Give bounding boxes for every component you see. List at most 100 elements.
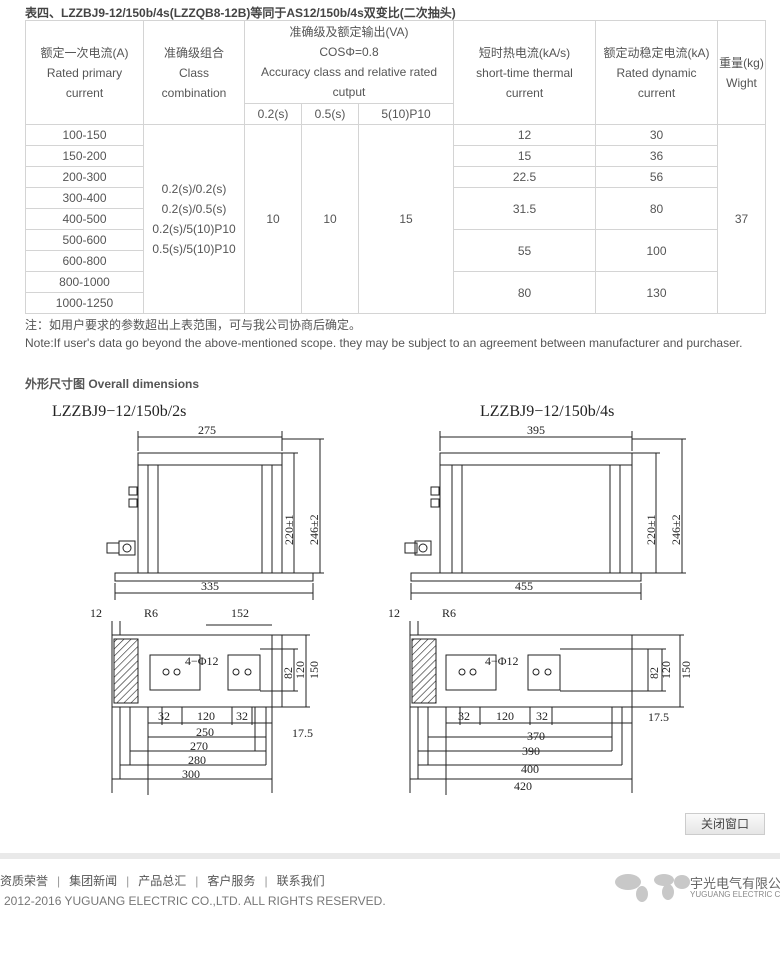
thermal-cell: 31.5 — [453, 187, 596, 230]
left-d12: 12 — [90, 606, 102, 620]
left-r6: R6 — [144, 606, 158, 620]
spec-table: 额定一次电流(A) Rated primary current 准确级组合 Cl… — [25, 20, 766, 314]
note-cn: 注：如用户要求的参数超出上表范围，可与我公司协商后确定。 — [25, 318, 362, 332]
left-w3: 280 — [188, 753, 206, 767]
footer-nav: 资质荣誉 | 集团新闻 | 产品总汇 | 客户服务 | 联系我们 — [0, 872, 325, 889]
left-h1: 220±1 — [282, 514, 296, 545]
right-d150: 150 — [679, 661, 693, 679]
footer-divider — [0, 853, 780, 859]
note-en: Note:If user's data go beyond the above-… — [25, 336, 743, 350]
header-dynamic: 额定动稳定电流(kA) Rated dynamic current — [595, 20, 718, 125]
thermal-cell: 15 — [453, 145, 596, 167]
left-model-label: LZZBJ9−12/150b/2s — [52, 403, 186, 420]
left-d150: 150 — [307, 661, 321, 679]
footer-link-products[interactable]: 产品总汇 — [138, 874, 187, 888]
va-05-cell: 10 — [301, 124, 359, 314]
footer-link-qualifications[interactable]: 资质荣誉 — [0, 874, 49, 888]
class-combination-cell: 0.2(s)/0.2(s) 0.2(s)/0.5(s) 0.2(s)/5(10)… — [143, 124, 245, 314]
right-w4: 420 — [514, 779, 532, 793]
right-model-label: LZZBJ9−12/150b/4s — [480, 403, 614, 420]
thermal-cell: 12 — [453, 124, 596, 146]
left-h2: 246±2 — [307, 514, 321, 545]
current-cell: 400-500 — [25, 208, 144, 230]
header-weight: 重量(kg) Wight — [717, 20, 766, 125]
footer-separator: | — [264, 874, 268, 888]
current-cell: 300-400 — [25, 187, 144, 209]
right-d82: 82 — [647, 667, 661, 679]
left-d32a: 32 — [158, 709, 170, 723]
header-accuracy: 准确级及额定输出(VA) COSΦ=0.8 Accuracy class and… — [244, 20, 454, 104]
header-va-05: 0.5(s) — [301, 103, 359, 125]
va-5p10-cell: 15 — [358, 124, 454, 314]
footer-link-service[interactable]: 客户服务 — [207, 874, 256, 888]
left-w1: 250 — [196, 725, 214, 739]
right-h2: 246±2 — [669, 514, 683, 545]
dynamic-cell: 36 — [595, 145, 718, 167]
dynamic-cell: 130 — [595, 271, 718, 314]
right-w3: 400 — [521, 762, 539, 776]
right-top-width: 395 — [527, 423, 545, 437]
va-02-cell: 10 — [244, 124, 302, 314]
right-plan-view — [409, 621, 684, 795]
left-d82: 82 — [281, 667, 295, 679]
header-thermal: 短时热电流(kA/s) short-time thermal current — [453, 20, 596, 125]
world-map-logo-icon — [615, 874, 690, 902]
left-plan-view — [111, 621, 310, 795]
dimension-drawings: LZZBJ9−12/150b/2s LZZBJ9−12/150b/4s 275 … — [52, 403, 693, 795]
current-cell: 800-1000 — [25, 271, 144, 293]
right-d175: 17.5 — [648, 710, 669, 724]
weight-cell: 37 — [717, 124, 766, 314]
table-title: 表四、LZZBJ9-12/150b/4s(LZZQB8-12B)等同于AS12/… — [25, 6, 456, 20]
footer-separator: | — [126, 874, 130, 888]
current-cell: 100-150 — [25, 124, 144, 146]
footer-separator: | — [57, 874, 61, 888]
left-d152: 152 — [231, 606, 249, 620]
footer-link-news[interactable]: 集团新闻 — [69, 874, 118, 888]
footer-separator: | — [195, 874, 199, 888]
current-cell: 150-200 — [25, 145, 144, 167]
header-rated-primary: 额定一次电流(A) Rated primary current — [25, 20, 144, 125]
right-h1: 220±1 — [644, 514, 658, 545]
left-hole: 4−Φ12 — [185, 654, 219, 668]
header-va-02: 0.2(s) — [244, 103, 302, 125]
left-w4: 300 — [182, 767, 200, 781]
right-d120: 120 — [496, 709, 514, 723]
dynamic-cell: 100 — [595, 229, 718, 272]
footer-link-contact[interactable]: 联系我们 — [276, 874, 325, 888]
current-cell: 500-600 — [25, 229, 144, 251]
left-d32b: 32 — [236, 709, 248, 723]
right-w1: 370 — [527, 729, 545, 743]
right-r6: R6 — [442, 606, 456, 620]
left-d120: 120 — [197, 709, 215, 723]
copyright: 2012-2016 YUGUANG ELECTRIC CO.,LTD. ALL … — [4, 894, 386, 908]
left-elevation-view — [106, 431, 324, 600]
current-cell: 600-800 — [25, 250, 144, 272]
right-d32b: 32 — [536, 709, 548, 723]
header-class: 准确级组合 Class combination — [143, 20, 245, 125]
left-d175: 17.5 — [292, 726, 313, 740]
current-cell: 200-300 — [25, 166, 144, 188]
dynamic-cell: 56 — [595, 166, 718, 188]
left-top-width: 275 — [198, 423, 216, 437]
section-title: 外形尺寸图 Overall dimensions — [25, 377, 200, 391]
brand-name-cn: 宇光电气有限公司 — [690, 876, 780, 891]
right-elevation-view — [404, 431, 686, 600]
header-va-5p10: 5(10)P10 — [358, 103, 454, 125]
right-w2: 390 — [522, 744, 540, 758]
right-d120v: 120 — [659, 661, 673, 679]
dynamic-cell: 80 — [595, 187, 718, 230]
thermal-cell: 22.5 — [453, 166, 596, 188]
left-d120v: 120 — [293, 661, 307, 679]
close-window-button[interactable]: 关闭窗口 — [685, 813, 765, 835]
right-d12: 12 — [388, 606, 400, 620]
right-d32a: 32 — [458, 709, 470, 723]
left-base-width: 335 — [201, 579, 219, 593]
right-hole: 4−Φ12 — [485, 654, 519, 668]
thermal-cell: 55 — [453, 229, 596, 272]
brand-name-en: YUGUANG ELECTRIC CO.,LTD — [690, 890, 780, 899]
right-base-width: 455 — [515, 579, 533, 593]
left-w2: 270 — [190, 739, 208, 753]
thermal-cell: 80 — [453, 271, 596, 314]
dynamic-cell: 30 — [595, 124, 718, 146]
current-cell: 1000-1250 — [25, 292, 144, 314]
